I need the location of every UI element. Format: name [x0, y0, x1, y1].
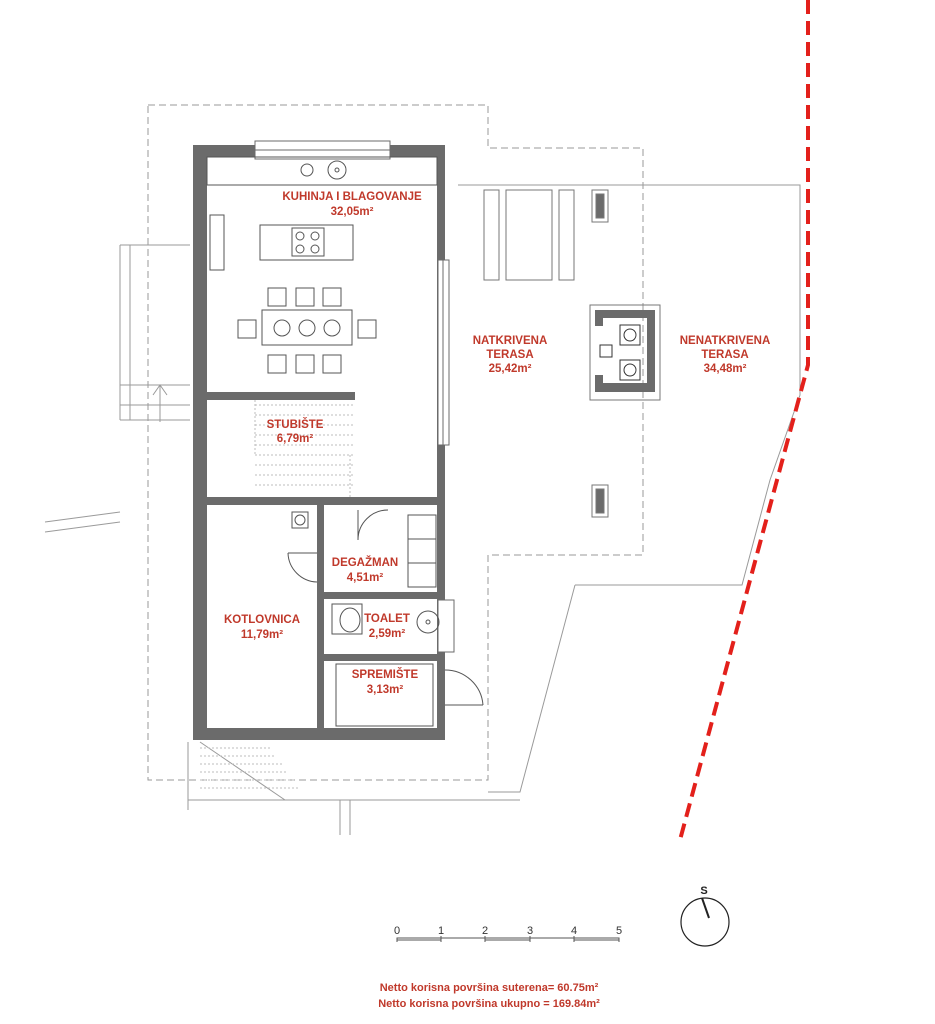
label-toalet-area: 2,59m²: [369, 628, 406, 640]
kitchen-furniture: [206, 156, 438, 374]
label-nenatkrivena-area: 34,48m²: [704, 363, 747, 375]
external-stairs: [200, 747, 300, 789]
label-natkrivena-line1: NATKRIVENA: [473, 335, 548, 347]
utility-fixtures: [291, 511, 440, 727]
room-labels: KUHINJA I BLAGOVANJE 32,05m² NATKRIVENA …: [224, 191, 770, 696]
footer-line-1: Netto korisna površina suterena= 60.75m²: [380, 982, 599, 994]
entrance-arrow: [152, 384, 168, 422]
scale-bar: 0 1 2 3 4 5: [394, 925, 622, 942]
scale-tick-1: 1: [438, 925, 444, 937]
terrace-furniture: [483, 189, 661, 518]
footer-line-2: Netto korisna površina ukupno = 169.84m²: [378, 998, 600, 1010]
north-label: S: [700, 885, 707, 897]
scale-tick-3: 3: [527, 925, 533, 937]
label-kotlovnica-area: 11,79m²: [241, 629, 283, 641]
label-kuhinja-name: KUHINJA I BLAGOVANJE: [282, 191, 422, 203]
label-spremiste-area: 3,13m²: [367, 684, 404, 696]
label-kotlovnica-name: KOTLOVNICA: [224, 614, 300, 626]
doors: [287, 509, 484, 706]
compass-icon: [680, 897, 730, 947]
scale-tick-5: 5: [616, 925, 622, 937]
label-natkrivena-area: 25,42m²: [489, 363, 532, 375]
windows: [254, 140, 455, 653]
interior-walls: [207, 392, 445, 728]
label-degazman-area: 4,51m²: [347, 572, 384, 584]
property-line: [678, 0, 810, 841]
north-arrow: S: [680, 885, 730, 947]
label-nenatkrivena-line1: NENATKRIVENA: [680, 335, 771, 347]
label-stubiste-area: 6,79m²: [277, 433, 314, 445]
label-toalet-name: TOALET: [364, 613, 410, 625]
scale-tick-0: 0: [394, 925, 400, 937]
label-kuhinja-area: 32,05m²: [331, 206, 374, 218]
scale-tick-2: 2: [482, 925, 488, 937]
scale-tick-4: 4: [571, 925, 577, 937]
label-degazman-name: DEGAŽMAN: [332, 556, 398, 569]
label-spremiste-name: SPREMIŠTE: [352, 668, 419, 681]
label-natkrivena-line2: TERASA: [486, 349, 533, 361]
site-lines: [44, 184, 801, 835]
label-nenatkrivena-line2: TERASA: [701, 349, 748, 361]
interior-stairs: [254, 400, 355, 497]
outdoor-fireplace: [595, 310, 655, 392]
label-stubiste-name: STUBIŠTE: [267, 418, 324, 431]
compass-needle-icon: [701, 897, 710, 919]
